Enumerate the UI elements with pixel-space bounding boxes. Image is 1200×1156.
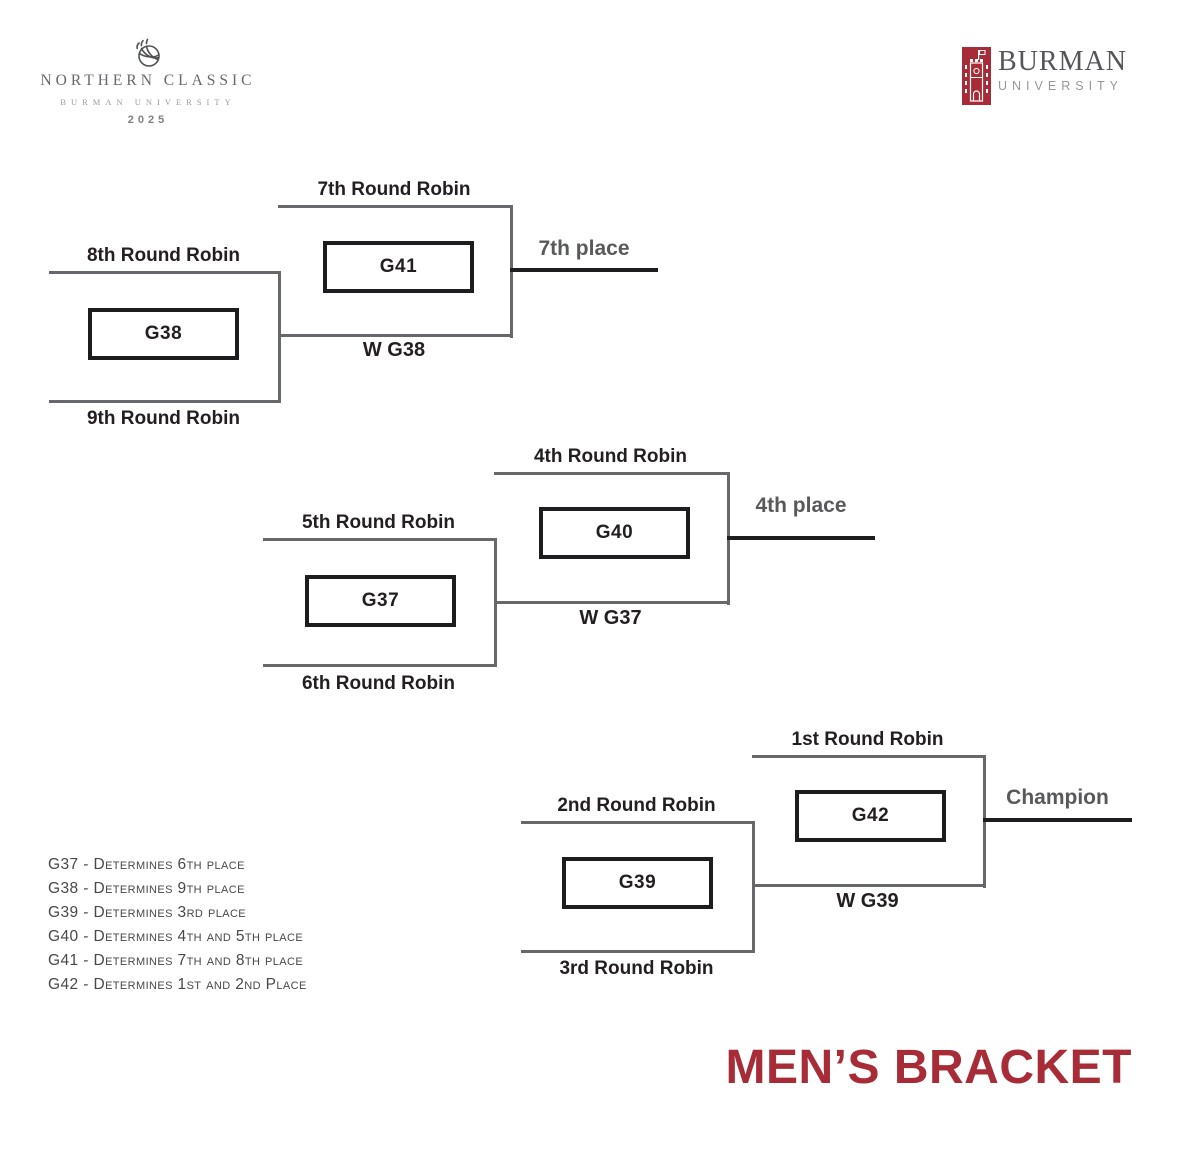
winner-line [494, 601, 730, 604]
game-box: G42 [795, 790, 946, 842]
place-label: 7th place [538, 237, 630, 260]
university-logo-name: BURMAN [998, 46, 1127, 77]
semi-line-top [278, 205, 513, 208]
seed-line-bottom [521, 950, 755, 953]
seed-label-bottom: 3rd Round Robin [559, 958, 714, 979]
winner-line [752, 884, 986, 887]
seed-line-top [263, 538, 497, 541]
place-line [983, 818, 1132, 822]
legend-item: G37 - Determines 6th place [48, 856, 245, 873]
legend-item: G41 - Determines 7th and 8th place [48, 952, 304, 969]
seed-line-bottom [49, 400, 281, 403]
seed-label-bottom: 9th Round Robin [86, 408, 241, 429]
semi-label-top: 4th Round Robin [533, 446, 688, 467]
seed-line-bottom [263, 664, 497, 667]
semi-line-top [494, 472, 730, 475]
semi-label-top: 1st Round Robin [791, 729, 944, 750]
legend: G37 - Determines 6th place G38 - Determi… [48, 853, 307, 997]
semi-label-top: 7th Round Robin [317, 179, 471, 200]
game-box: G38 [88, 308, 239, 360]
university-logo-subname: UNIVERSITY [998, 79, 1124, 93]
seed-line-top [521, 821, 755, 824]
page-title: MEN’S BRACKET [725, 1041, 1132, 1094]
legend-item: G40 - Determines 4th and 5th place [48, 928, 304, 945]
place-line [510, 268, 658, 272]
place-label: 4th place [755, 494, 847, 517]
connector-vertical [278, 271, 281, 403]
connector-vertical [752, 821, 755, 953]
seed-label-top: 5th Round Robin [301, 512, 456, 533]
game-box: G40 [539, 507, 690, 559]
winner-line [278, 334, 513, 337]
seed-label-bottom: 6th Round Robin [301, 673, 456, 694]
place-label: Champion [1006, 786, 1109, 809]
game-box: G37 [305, 575, 456, 627]
volleyball-icon [136, 38, 160, 67]
semi-line-top [752, 755, 986, 758]
seed-line-top [49, 271, 281, 274]
game-box: G39 [562, 857, 713, 909]
winner-label: W G39 [836, 890, 899, 912]
seed-label-top: 8th Round Robin [86, 245, 241, 266]
legend-item: G42 - Determines 1st and 2nd Place [48, 976, 307, 993]
university-logo: BURMAN UNIVERSITY [962, 47, 1127, 105]
legend-item: G39 - Determines 3rd place [48, 904, 247, 921]
winner-label: W G37 [579, 607, 642, 629]
game-box: G41 [323, 241, 474, 293]
winner-label: W G38 [362, 339, 426, 361]
event-logo: NORTHERN CLASSIC BURMAN UNIVERSITY 2025 [38, 36, 258, 126]
place-line [727, 536, 875, 540]
event-logo-subtitle: BURMAN UNIVERSITY [60, 97, 236, 107]
legend-item: G38 - Determines 9th place [48, 880, 245, 897]
event-logo-year: 2025 [127, 114, 169, 126]
event-logo-title: NORTHERN CLASSIC [40, 72, 256, 89]
castle-crest-icon [962, 47, 991, 105]
seed-label-top: 2nd Round Robin [557, 795, 716, 816]
